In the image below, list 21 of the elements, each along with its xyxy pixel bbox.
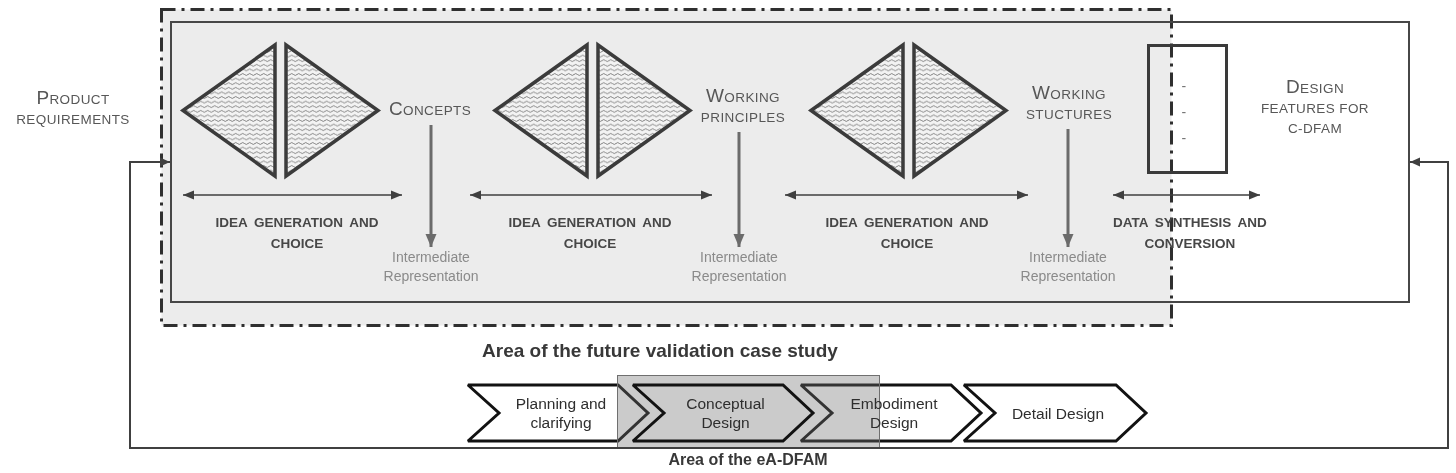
intermediate-representation-label: Intermediate Representation	[995, 248, 1141, 286]
process-step: Detail Design	[962, 383, 1149, 443]
arrow	[1062, 129, 1074, 247]
output-label: DESIGN FEATURES FOR C-DFAM	[1259, 77, 1371, 138]
diverge-converge-symbol	[178, 40, 383, 181]
stage-output-label: WORKING STUCTURES	[1012, 83, 1126, 125]
feedback-arrow	[129, 157, 1449, 449]
stage-output-label: WORKING PRINCIPLES	[686, 86, 800, 128]
phase-label: IDEA GENERATION AND CHOICE	[824, 214, 990, 253]
area-caption: Area of the future validation case study	[481, 341, 839, 362]
arrow	[733, 132, 745, 247]
stage-output-label: CONCEPTS	[378, 99, 482, 121]
diverge-converge-symbol	[806, 40, 1011, 181]
process-step: Planning and clarifying	[466, 383, 651, 443]
arrow	[425, 125, 437, 247]
input-label: PRODUCT REQUIREMENTS	[15, 88, 131, 129]
diverge-converge-symbol	[490, 40, 695, 181]
area-caption: Area of the eA-DFAM	[667, 451, 829, 469]
process-step: Conceptual Design	[630, 382, 816, 443]
process-box	[170, 21, 1410, 303]
data-box: - - -	[1146, 43, 1228, 174]
